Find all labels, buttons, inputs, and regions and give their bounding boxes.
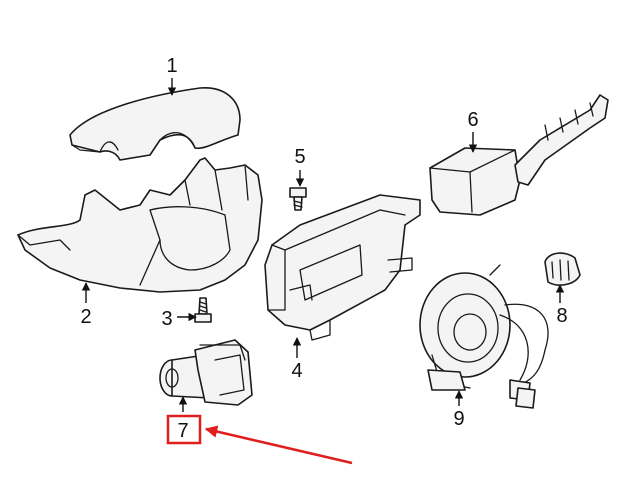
callout-5: 5 [294,146,305,168]
part-4-mounting-bracket [264,194,421,341]
part-2-lower-column-cover [17,157,263,293]
part-1-upper-column-cover [69,87,241,161]
callout-6: 6 [467,109,478,131]
leader-lines [81,78,565,412]
callout-3: 3 [161,308,172,330]
callout-1: 1 [166,55,177,77]
part-8-connector [544,252,581,286]
callout-8: 8 [556,305,567,327]
part-5-bolt [289,187,307,211]
part-7-ignition-switch [159,339,253,406]
callout-2: 2 [80,306,91,328]
highlight-arrow [204,425,353,465]
callout-9: 9 [453,408,464,430]
callout-4: 4 [291,360,302,382]
highlight-box-7 [166,414,202,445]
part-6-multifunction-switch [429,94,609,216]
part-3-screw [194,297,212,323]
callout-7: 7 [177,420,188,442]
part-9-clockspring [419,264,549,409]
